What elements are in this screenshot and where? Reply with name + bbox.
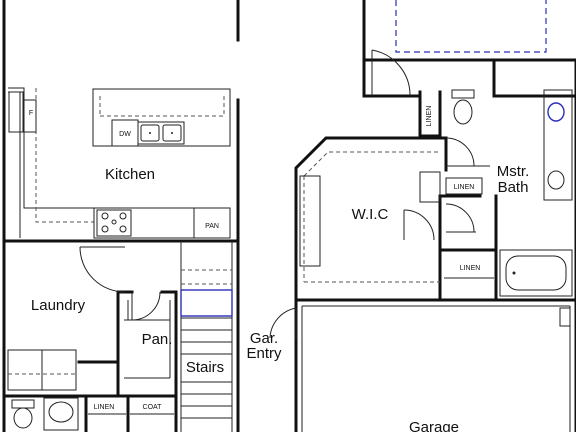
master-vanity — [543, 89, 573, 201]
range-cooktop-icon — [96, 209, 132, 237]
wic-door — [403, 209, 435, 241]
pantry-door — [131, 291, 161, 321]
linen-lower-label: LINEN — [94, 404, 115, 411]
washer-dryer-icon — [7, 349, 77, 391]
pantry-label: Pan. — [142, 331, 173, 348]
garage-entry-label-1: Gar. — [250, 330, 278, 347]
laundry-door — [79, 246, 126, 293]
stairs-label: Stairs — [186, 359, 224, 376]
master-bath-door — [445, 137, 490, 167]
master-bath-label-2: Bath — [498, 179, 529, 196]
kitchen-sink-icon — [137, 121, 185, 145]
fridge-label: F — [29, 110, 33, 117]
stairs-treads — [180, 241, 233, 432]
linen-bath-label: LINEN — [454, 184, 475, 191]
laundry-label: Laundry — [31, 297, 86, 314]
left-block-walls — [2, 0, 240, 432]
kitchen-counters — [8, 87, 231, 239]
half-bath-fixtures — [11, 394, 130, 432]
toilet-icon — [451, 89, 475, 125]
kitchen-label: Kitchen — [105, 166, 155, 183]
right-block-walls — [294, 0, 576, 432]
sink-lower-icon — [547, 170, 565, 190]
master-bath-label-1: Mstr. — [497, 163, 530, 180]
dishwasher-icon: DW — [111, 119, 139, 147]
stairs-highlight — [180, 289, 233, 317]
bed-outline — [395, 0, 547, 53]
coat-label: COAT — [143, 404, 163, 411]
bedroom-door — [371, 49, 411, 97]
garage-label: Garage — [409, 419, 459, 432]
linen-upper-label: LINEN — [426, 106, 433, 127]
refrigerator-icon: F — [8, 91, 37, 133]
sink-upper-icon — [547, 102, 565, 122]
garage-entry-door — [269, 307, 297, 340]
wic-label: W.I.C — [352, 206, 389, 223]
garage-entry-label-2: Entry — [246, 345, 282, 362]
wic-shelves — [299, 151, 441, 283]
dishwasher-label: DW — [119, 131, 131, 138]
linen-closet-door — [445, 203, 476, 233]
bathtub-icon — [499, 249, 573, 297]
linen-closet-label: LINEN — [460, 265, 481, 272]
pantry-cabinet-label: PAN — [205, 223, 219, 230]
